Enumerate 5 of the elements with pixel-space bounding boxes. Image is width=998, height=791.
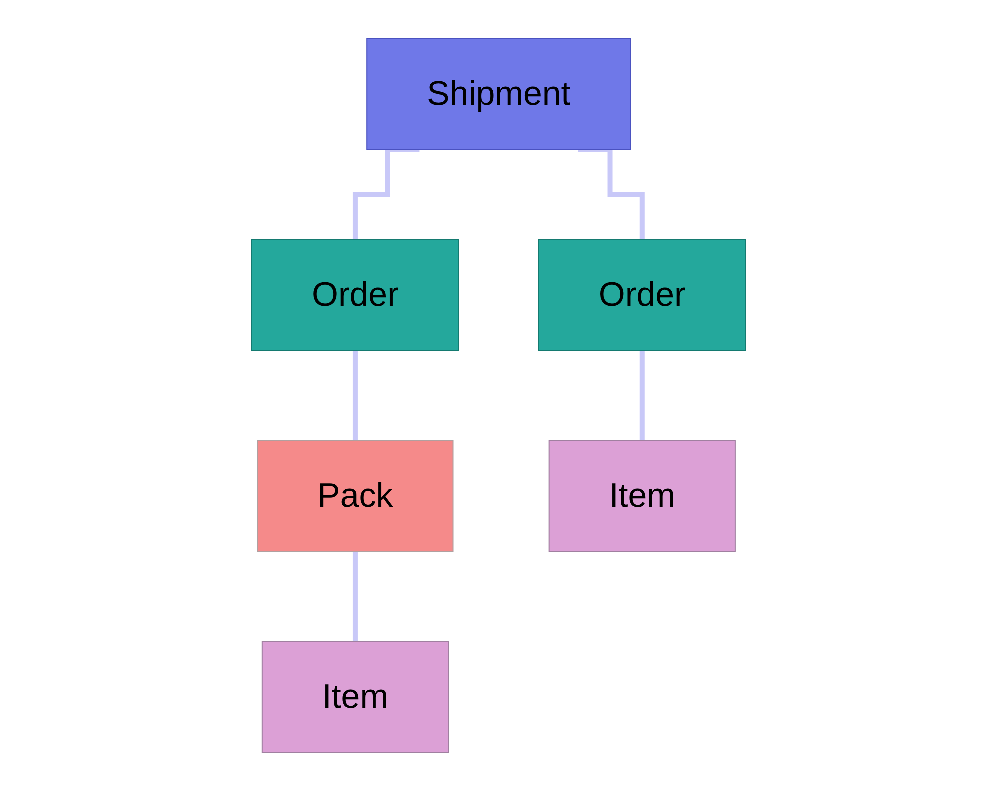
node-box: Shipment <box>366 38 632 150</box>
node-box: Item <box>262 641 450 753</box>
node-box: Order <box>538 239 746 351</box>
node-box: Item <box>548 440 736 552</box>
node-box: Order <box>252 239 460 351</box>
